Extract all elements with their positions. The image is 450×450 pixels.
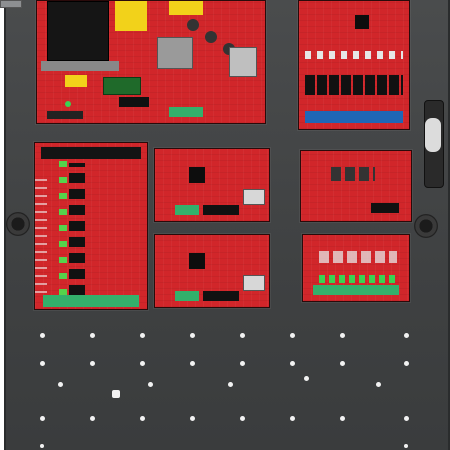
mount-hole	[376, 382, 381, 387]
led-green	[65, 101, 71, 107]
mount-hole	[240, 416, 245, 421]
transformer-yellow-2	[169, 1, 203, 15]
mount-hole	[404, 333, 409, 338]
mount-hole	[340, 361, 345, 366]
transformer-black-left	[47, 1, 109, 61]
mount-hole	[140, 361, 145, 366]
ethernet-port	[243, 275, 265, 291]
green-terminal-left	[175, 205, 199, 215]
mount-hole	[340, 416, 345, 421]
mount-hole	[290, 416, 295, 421]
mount-hole	[290, 361, 295, 366]
power-monitor-board	[300, 150, 412, 222]
fuse-row	[319, 251, 397, 263]
black-terminal	[371, 203, 399, 213]
mount-hole	[112, 390, 120, 398]
mount-hole	[190, 333, 195, 338]
capacitors	[331, 167, 375, 181]
green-terminal-left	[175, 291, 199, 301]
bottom-terminal-row	[43, 295, 139, 307]
fuse-row	[305, 51, 403, 59]
mount-hole	[140, 333, 145, 338]
relay-box	[229, 47, 257, 77]
mount-hole	[40, 444, 44, 448]
heatsink-1	[41, 61, 119, 71]
left-connectors	[35, 173, 47, 293]
terminal-bottom	[47, 111, 83, 119]
mount-hole	[140, 416, 145, 421]
pcb-green-module	[103, 77, 141, 95]
transformer-yellow-1	[115, 1, 147, 31]
door-lock-knob	[425, 118, 441, 152]
fuse-yellow	[65, 75, 87, 87]
relay-row	[305, 75, 403, 95]
terminal-green	[169, 107, 203, 117]
black-terminal	[203, 205, 239, 215]
mount-hole	[290, 333, 295, 338]
black-terminal	[203, 291, 239, 301]
terminal-black	[119, 97, 149, 107]
mount-hole	[304, 376, 309, 381]
mount-hole	[40, 416, 45, 421]
mount-hole	[340, 333, 345, 338]
mount-hole	[58, 382, 63, 387]
led-row	[319, 275, 397, 283]
capacitor-1	[187, 19, 199, 31]
cpu-chip	[189, 167, 205, 183]
controller-board-2	[154, 234, 270, 308]
green-terminal-row	[313, 285, 399, 295]
mount-hole	[240, 333, 245, 338]
top-terminal-row	[41, 147, 141, 159]
relay-board-8ch-top	[298, 0, 410, 130]
fuse-distribution-board	[302, 234, 410, 302]
led-column	[59, 161, 67, 295]
top-tab	[0, 0, 22, 8]
controller-board-1	[154, 148, 270, 222]
mount-hole	[148, 382, 153, 387]
mount-hole	[90, 333, 95, 338]
mount-hole	[190, 361, 195, 366]
relay-board-8ch-left	[34, 142, 148, 310]
mount-hole	[190, 416, 195, 421]
ethernet-port	[243, 189, 265, 205]
blue-terminal-row	[305, 111, 403, 123]
mount-hole	[240, 361, 245, 366]
capacitor-2	[205, 31, 217, 43]
mount-hole	[90, 416, 95, 421]
mount-hole	[404, 416, 409, 421]
mount-hole	[404, 444, 408, 448]
mount-hole	[228, 382, 233, 387]
standoff-left	[6, 212, 30, 236]
relay-column	[69, 163, 85, 295]
mount-hole	[40, 333, 45, 338]
mount-hole	[40, 361, 45, 366]
power-supply-board	[36, 0, 266, 124]
heatsink-2	[157, 37, 193, 69]
standoff-right	[414, 214, 438, 238]
mount-hole	[404, 361, 409, 366]
mount-hole	[90, 361, 95, 366]
cpu-chip	[189, 253, 205, 269]
chip	[355, 15, 369, 29]
